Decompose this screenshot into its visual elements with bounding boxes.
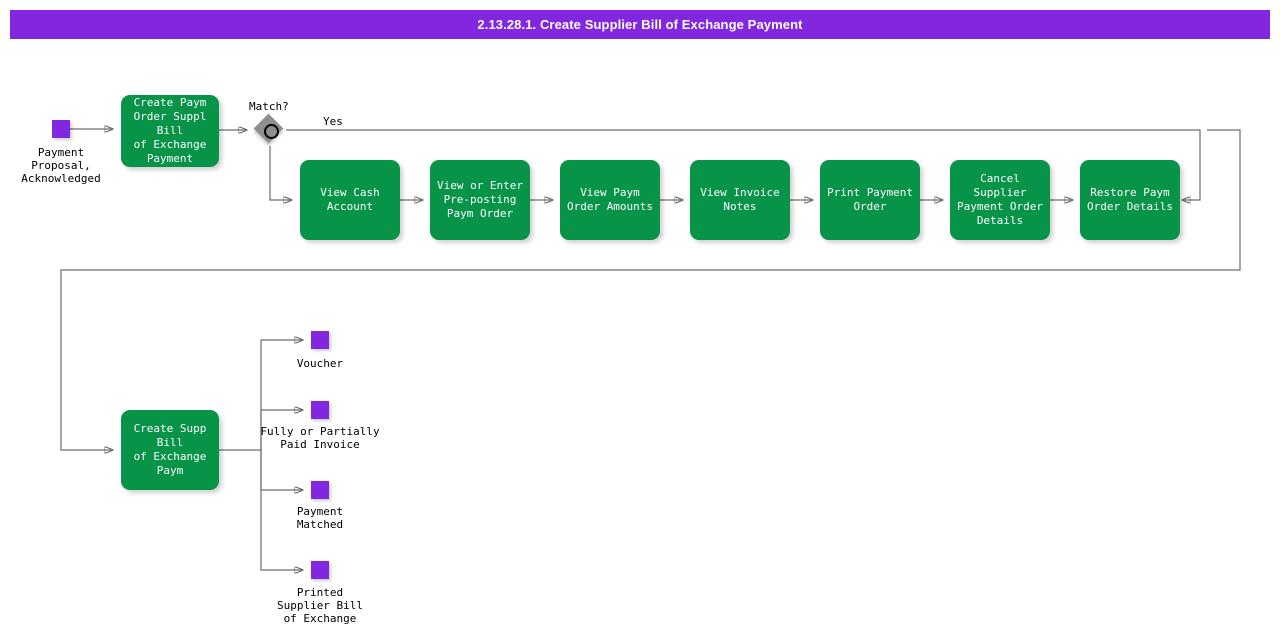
page-title: 2.13.28.1. Create Supplier Bill of Excha… bbox=[477, 17, 803, 32]
end-event-payment-matched-label: Payment Matched bbox=[296, 505, 344, 531]
end-event-fully-or-partially-paid-invoice-label: Fully or Partially Paid Invoice bbox=[260, 425, 380, 451]
end-event-printed-supplier-bill-of-exchange-label: Printed Supplier Bill of Exchange bbox=[276, 586, 364, 625]
task-create-supp-bill-of-exchange-paym[interactable]: Create Supp Bill of Exchange Paym bbox=[121, 410, 219, 490]
task-cancel-supplier-payment-order-details[interactable]: Cancel Supplier Payment Order Details bbox=[950, 160, 1050, 240]
end-event-payment-matched[interactable] bbox=[311, 481, 329, 499]
match-gateway[interactable] bbox=[253, 113, 285, 145]
end-event-voucher-label: Voucher bbox=[296, 357, 344, 370]
task-view-cash-account[interactable]: View Cash Account bbox=[300, 160, 400, 240]
end-event-printed-supplier-bill-of-exchange[interactable] bbox=[311, 561, 329, 579]
edge-split-to-payment-matched bbox=[260, 450, 303, 490]
match-gateway-label: Match? bbox=[249, 100, 289, 113]
edge-gateway-to-view-cash-account bbox=[269, 146, 292, 200]
gateway-circle-icon bbox=[264, 124, 279, 139]
task-view-invoice-notes[interactable]: View Invoice Notes bbox=[690, 160, 790, 240]
task-view-or-enter-pre-posting-paym-order[interactable]: View or Enter Pre-posting Paym Order bbox=[430, 160, 530, 240]
diagram-title-bar: 2.13.28.1. Create Supplier Bill of Excha… bbox=[10, 10, 1270, 39]
start-event-label: Payment Proposal, Acknowledged bbox=[21, 146, 101, 185]
end-event-voucher[interactable] bbox=[311, 331, 329, 349]
start-event[interactable] bbox=[52, 120, 70, 138]
task-view-paym-order-amounts[interactable]: View Paym Order Amounts bbox=[560, 160, 660, 240]
end-event-fully-or-partially-paid-invoice[interactable] bbox=[311, 401, 329, 419]
task-create-paym-order[interactable]: Create Paym Order Suppl Bill of Exchange… bbox=[121, 95, 219, 167]
task-restore-paym-order-details[interactable]: Restore Paym Order Details bbox=[1080, 160, 1180, 240]
task-print-payment-order[interactable]: Print Payment Order bbox=[820, 160, 920, 240]
gateway-yes-label: Yes bbox=[323, 115, 343, 128]
